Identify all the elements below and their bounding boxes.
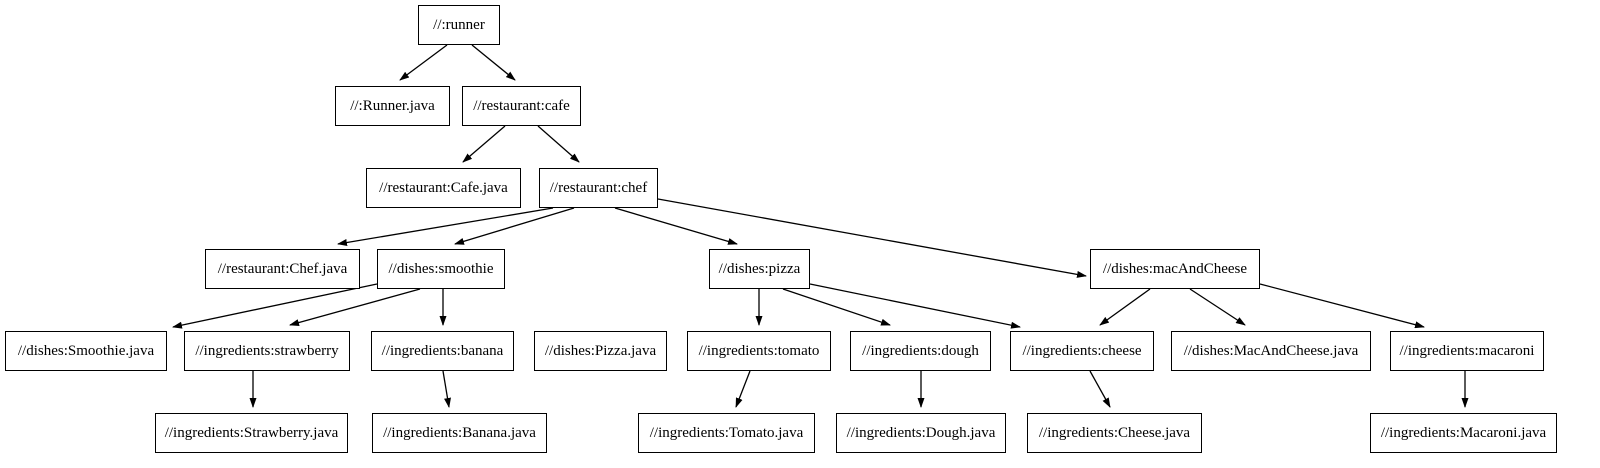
graph-node-label: //dishes:Pizza.java xyxy=(544,342,657,359)
graph-node-label: //ingredients:Banana.java xyxy=(383,424,536,441)
graph-node-label: //ingredients:tomato xyxy=(698,342,820,359)
graph-node-label: //ingredients:macaroni xyxy=(1399,342,1535,359)
graph-node-label: //ingredients:Strawberry.java xyxy=(164,424,339,441)
graph-edge-runner-to-restaurant-cafe xyxy=(471,44,516,81)
graph-edge-dishes-smoothie-to-ing-strawberry xyxy=(289,288,421,326)
graph-node-dishes-smoothie[interactable]: //dishes:smoothie xyxy=(377,249,505,289)
graph-edge-dishes-pizza-to-ing-dough xyxy=(782,288,891,326)
graph-node-banana-java[interactable]: //ingredients:Banana.java xyxy=(372,413,547,453)
graph-node-ing-banana[interactable]: //ingredients:banana xyxy=(371,331,514,371)
graph-node-cafe-java[interactable]: //restaurant:Cafe.java xyxy=(366,168,521,208)
graph-node-smoothie-java[interactable]: //dishes:Smoothie.java xyxy=(5,331,167,371)
graph-node-label: //dishes:MacAndCheese.java xyxy=(1183,342,1359,359)
graph-node-label: //dishes:pizza xyxy=(718,260,801,277)
graph-node-label: //ingredients:Macaroni.java xyxy=(1380,424,1547,441)
graph-node-mac-java[interactable]: //dishes:MacAndCheese.java xyxy=(1171,331,1371,371)
graph-edge-ing-tomato-to-tomato-java xyxy=(735,370,751,408)
graph-edge-dishes-mac-to-mac-java xyxy=(1189,288,1246,326)
graph-edge-restaurant-cafe-to-cafe-java xyxy=(462,125,506,163)
graph-node-ing-tomato[interactable]: //ingredients:tomato xyxy=(687,331,831,371)
graph-edge-runner-to-runner-java xyxy=(399,44,448,81)
graph-node-label: //:Runner.java xyxy=(350,97,435,114)
graph-node-label: //:runner xyxy=(433,16,485,33)
graph-edge-restaurant-chef-to-dishes-pizza xyxy=(614,207,738,245)
graph-node-strawberry-java[interactable]: //ingredients:Strawberry.java xyxy=(155,413,348,453)
graph-edge-dishes-mac-to-ing-cheese xyxy=(1099,288,1151,326)
graph-node-dishes-pizza[interactable]: //dishes:pizza xyxy=(709,249,810,289)
graph-node-label: //ingredients:strawberry xyxy=(195,342,339,359)
graph-node-label: //restaurant:Chef.java xyxy=(217,260,348,277)
graph-node-label: //restaurant:Cafe.java xyxy=(379,179,508,196)
graph-node-restaurant-cafe[interactable]: //restaurant:cafe xyxy=(462,86,581,126)
graph-node-tomato-java[interactable]: //ingredients:Tomato.java xyxy=(638,413,815,453)
graph-node-macaroni-java[interactable]: //ingredients:Macaroni.java xyxy=(1370,413,1557,453)
graph-node-label: //dishes:Smoothie.java xyxy=(17,342,155,359)
graph-node-dough-java[interactable]: //ingredients:Dough.java xyxy=(836,413,1006,453)
graph-node-label: //ingredients:Dough.java xyxy=(846,424,996,441)
graph-node-runner-java[interactable]: //:Runner.java xyxy=(335,86,450,126)
graph-node-ing-strawberry[interactable]: //ingredients:strawberry xyxy=(184,331,350,371)
graph-node-dishes-mac[interactable]: //dishes:macAndCheese xyxy=(1090,249,1260,289)
graph-node-restaurant-chef[interactable]: //restaurant:chef xyxy=(539,168,658,208)
graph-edge-dishes-pizza-to-ing-cheese xyxy=(809,283,1021,329)
graph-node-label: //ingredients:dough xyxy=(862,342,979,359)
graph-node-ing-cheese[interactable]: //ingredients:cheese xyxy=(1010,331,1154,371)
graph-node-chef-java[interactable]: //restaurant:Chef.java xyxy=(205,249,360,289)
graph-node-label: //restaurant:chef xyxy=(549,179,648,196)
graph-node-label: //ingredients:Tomato.java xyxy=(649,424,804,441)
graph-node-label: //ingredients:Cheese.java xyxy=(1038,424,1191,441)
graph-node-label: //ingredients:cheese xyxy=(1022,342,1142,359)
graph-edge-dishes-mac-to-ing-macaroni xyxy=(1259,283,1425,329)
graph-node-cheese-java[interactable]: //ingredients:Cheese.java xyxy=(1027,413,1202,453)
graph-node-runner[interactable]: //:runner xyxy=(418,5,500,45)
graph-edge-ing-cheese-to-cheese-java xyxy=(1089,370,1111,408)
graph-node-ing-dough[interactable]: //ingredients:dough xyxy=(850,331,991,371)
graph-node-label: //restaurant:cafe xyxy=(473,97,570,114)
graph-node-label: //ingredients:banana xyxy=(381,342,504,359)
graph-edge-dishes-smoothie-to-smoothie-java xyxy=(172,283,378,329)
graph-edge-restaurant-chef-to-chef-java xyxy=(337,207,554,246)
graph-node-ing-macaroni[interactable]: //ingredients:macaroni xyxy=(1390,331,1544,371)
graph-node-label: //dishes:smoothie xyxy=(388,260,494,277)
graph-edge-ing-banana-to-banana-java xyxy=(442,370,451,408)
graph-edge-restaurant-cafe-to-restaurant-chef xyxy=(537,125,580,163)
graph-node-label: //dishes:macAndCheese xyxy=(1102,260,1248,277)
graph-node-pizza-java[interactable]: //dishes:Pizza.java xyxy=(534,331,667,371)
graph-edge-restaurant-chef-to-dishes-smoothie xyxy=(454,207,575,245)
